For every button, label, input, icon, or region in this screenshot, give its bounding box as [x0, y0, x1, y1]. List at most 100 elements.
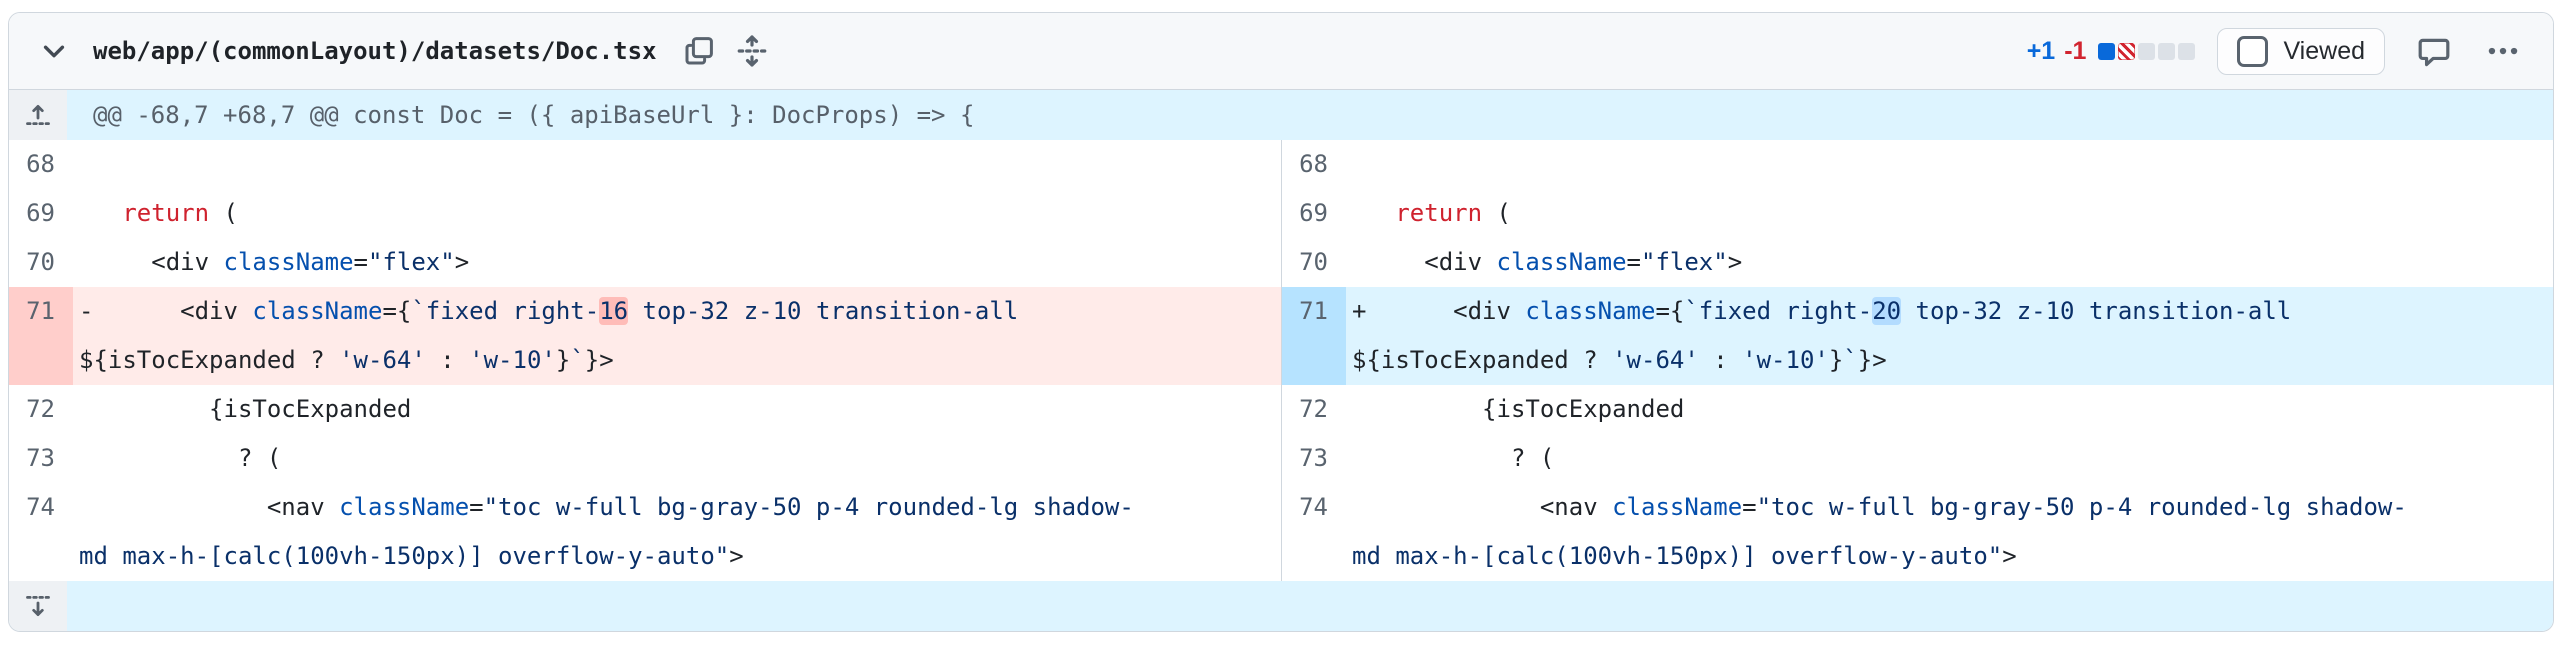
code-token: }> — [584, 346, 614, 374]
expand-footer-fill — [67, 581, 2553, 631]
code-token: {isTocExpanded — [1366, 395, 1685, 423]
diff-sign — [1352, 493, 1366, 521]
code-token: "toc w-full bg-gray-50 p-4 rounded-lg sh… — [1352, 493, 2407, 570]
code-token: : — [1698, 346, 1743, 374]
code-cell: + <div className={`fixed right-20 top-32… — [1346, 287, 2553, 385]
line-number[interactable]: 74 — [26, 493, 55, 521]
code-token: > — [2002, 542, 2017, 570]
line-number[interactable]: 69 — [1299, 199, 1328, 227]
code-cell: {isTocExpanded — [73, 385, 1281, 434]
diffstat-square-deletion — [2118, 42, 2136, 60]
file-options-button[interactable] — [2475, 28, 2531, 74]
line-number[interactable]: 69 — [26, 199, 55, 227]
code-row: 72 {isTocExpanded — [9, 385, 1281, 434]
code-token: ${isTocExpanded ? — [1352, 346, 1613, 374]
code-token: ? ( — [93, 444, 282, 472]
line-number[interactable]: 71 — [9, 287, 73, 385]
comment-icon — [2418, 38, 2450, 67]
line-number[interactable]: 68 — [1299, 150, 1328, 178]
diff-sign: - — [79, 297, 94, 325]
line-number[interactable]: 72 — [1299, 395, 1328, 423]
line-number[interactable]: 68 — [26, 150, 55, 178]
file-header: web/app/(commonLayout)/datasets/Doc.tsx … — [9, 13, 2553, 90]
code-cell: <div className="flex"> — [1346, 238, 2553, 287]
hunk-header-text: @@ -68,7 +68,7 @@ const Doc = ({ apiBase… — [93, 101, 975, 129]
code-token: > — [729, 542, 744, 570]
code-token: `fixed right- — [411, 297, 600, 325]
code-cell: ? ( — [73, 434, 1281, 483]
code-token: } — [1828, 346, 1844, 374]
code-token: ${isTocExpanded ? — [79, 346, 340, 374]
code-token: } — [555, 346, 571, 374]
code-token: ( — [1482, 199, 1511, 227]
code-row: 74 <nav className="toc w-full bg-gray-50… — [9, 483, 1281, 581]
collapse-file-button[interactable] — [35, 32, 73, 70]
code-token: className — [252, 297, 383, 325]
line-number[interactable]: 71 — [1282, 287, 1346, 385]
code-token: 'w-10' — [1742, 346, 1829, 374]
viewed-checkbox[interactable] — [2237, 35, 2269, 67]
diff-sign — [79, 248, 93, 276]
diff-sign — [79, 444, 93, 472]
code-token: return — [122, 199, 210, 227]
diff-sign — [79, 395, 93, 423]
code-token: 20 — [1872, 297, 1902, 325]
code-token: = — [469, 493, 484, 521]
copy-path-button[interactable] — [673, 29, 725, 73]
fold-up-icon — [26, 104, 50, 126]
diff-left-pane: 68 69 return (70 <div className="flex">7… — [9, 140, 1281, 581]
code-token: "flex" — [1641, 248, 1728, 276]
code-cell: <nav className="toc w-full bg-gray-50 p-… — [73, 483, 1281, 581]
line-number[interactable]: 73 — [26, 444, 55, 472]
code-row: 69 return ( — [1282, 189, 2553, 238]
code-token: ` — [1843, 346, 1858, 374]
line-number[interactable]: 70 — [26, 248, 55, 276]
fold-down-icon — [26, 595, 50, 617]
code-token: ={ — [382, 297, 412, 325]
diffstat-square-neutral — [2158, 42, 2176, 60]
code-cell — [73, 140, 1281, 189]
code-token — [1366, 199, 1395, 227]
line-number[interactable]: 74 — [1299, 493, 1328, 521]
code-token: ` — [570, 346, 585, 374]
code-cell: <div className="flex"> — [73, 238, 1281, 287]
code-token: ? ( — [1366, 444, 1555, 472]
code-token: 'w-64' — [1612, 346, 1699, 374]
code-token: 'w-64' — [339, 346, 426, 374]
viewed-button[interactable]: Viewed — [2217, 27, 2385, 75]
code-row: 73 ? ( — [1282, 434, 2553, 483]
code-token: 'w-10' — [469, 346, 556, 374]
diffstat[interactable]: +1 -1 — [2027, 37, 2196, 66]
copy-icon — [685, 37, 713, 65]
code-row: 72 {isTocExpanded — [1282, 385, 2553, 434]
diff-sign — [79, 150, 93, 178]
diff-sign — [1352, 150, 1366, 178]
code-token: = — [353, 248, 368, 276]
code-token: `fixed right- — [1684, 297, 1873, 325]
diffstat-additions: +1 — [2026, 36, 2056, 65]
code-token: ( — [209, 199, 238, 227]
line-number[interactable]: 70 — [1299, 248, 1328, 276]
expand-down-button[interactable] — [9, 581, 67, 631]
code-token: 16 — [599, 297, 629, 325]
expand-footer-row — [9, 581, 2553, 631]
line-number[interactable]: 72 — [26, 395, 55, 423]
code-row: 68 — [1282, 140, 2553, 189]
code-token: className — [223, 248, 354, 276]
code-token: > — [454, 248, 470, 276]
code-row: 70 <div className="flex"> — [9, 238, 1281, 287]
code-token: ={ — [1655, 297, 1685, 325]
code-token: className — [339, 493, 470, 521]
line-number[interactable]: 73 — [1299, 444, 1328, 472]
comment-button[interactable] — [2407, 28, 2461, 74]
code-row: 71+ <div className={`fixed right-20 top-… — [1282, 287, 2553, 385]
code-token: className — [1496, 248, 1627, 276]
diffstat-squares — [2098, 42, 2196, 60]
split-diff: 68 69 return (70 <div className="flex">7… — [9, 140, 2553, 581]
code-token: <div — [93, 248, 224, 276]
expand-full-file-button[interactable] — [725, 27, 779, 75]
diffstat-deletions: -1 — [2064, 36, 2087, 65]
expand-up-button[interactable] — [9, 90, 67, 140]
diff-sign — [1352, 444, 1366, 472]
code-cell: return ( — [1346, 189, 2553, 238]
